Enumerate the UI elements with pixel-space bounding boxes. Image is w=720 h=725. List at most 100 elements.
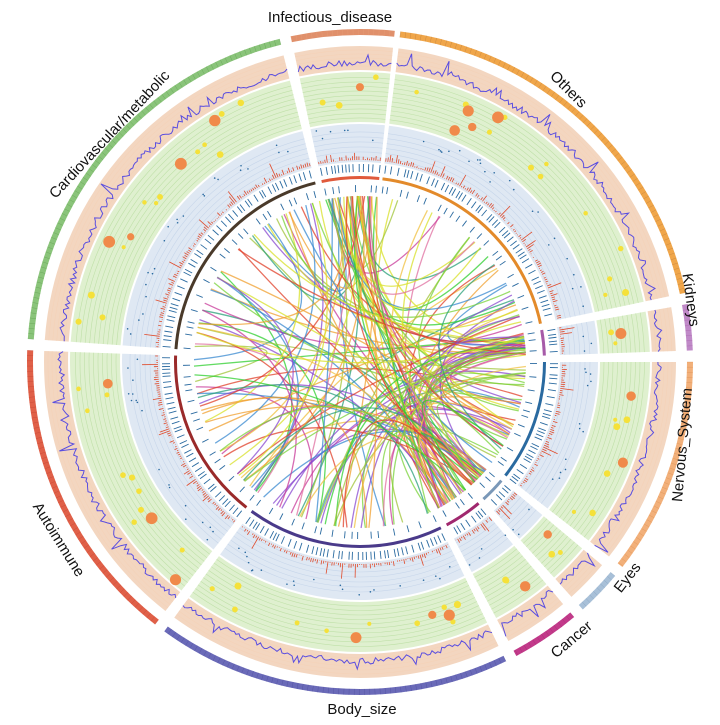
histogram-point [438,149,440,151]
tick-mark-inner [433,515,436,521]
tick-mark [385,550,386,558]
histogram-point [130,333,132,335]
tick-mark-inner [306,193,308,200]
histogram-point [209,526,211,528]
scatter-point-small [120,472,126,478]
histogram-point [287,151,289,153]
tick-mark [516,249,523,254]
tick-mark [170,417,178,419]
histogram-bar [218,217,219,218]
tick-mark [237,511,242,517]
tick-mark-inner [185,384,192,385]
tick-mark [294,175,297,183]
histogram-point [513,189,515,191]
tick-mark [273,533,277,540]
histogram-point [441,151,443,153]
tick-mark [221,221,227,227]
histogram-point [276,144,278,146]
tick-mark-inner [529,340,536,341]
histogram-point [582,336,584,338]
sector-infectious [294,46,393,195]
tick-mark-inner [500,261,506,265]
tick-mark-inner [508,274,514,277]
tick-mark [545,404,553,406]
histogram-point [238,548,240,550]
tick-mark [260,526,264,533]
histogram-bar [325,160,326,163]
histogram-point [587,385,589,387]
histogram-point [127,367,129,369]
scatter-point-small [76,319,82,325]
tick-mark [481,509,486,515]
scatter-point-small [154,201,158,205]
tick-mark [466,520,470,527]
tick-mark-inner [529,377,536,378]
tick-mark [167,316,175,318]
tick-mark [294,541,297,549]
tick-mark-inner [480,483,485,488]
tick-mark [321,168,323,176]
tick-mark-inner [507,447,513,451]
tick-mark [387,550,388,558]
tick-mark [535,286,542,289]
histogram-bar [158,325,161,326]
histogram-point [167,226,169,228]
tick-mark-inner [302,523,304,530]
tick-mark [177,286,184,289]
tick-mark-inner [187,327,194,328]
scatter-point-small [129,474,135,480]
tick-mark-inner [460,499,464,505]
tick-mark [197,250,204,255]
scatter-point-small [295,620,300,625]
tick-mark [170,307,178,309]
tick-mark [397,548,399,556]
tick-mark [184,272,191,276]
tick-mark-inner [498,461,504,465]
tick-mark [407,170,409,178]
scatter-point-small [131,519,137,525]
scatter-point-small [414,90,419,95]
tick-mark [327,549,328,557]
histogram-point [469,564,471,566]
histogram-bar [242,526,243,527]
tick-mark [195,467,202,471]
histogram-point [207,539,209,541]
tick-mark [163,382,171,383]
tick-mark [528,450,535,454]
tick-mark [320,548,322,556]
tick-mark [186,453,193,457]
tick-mark [540,422,548,425]
tick-mark-inner [281,204,284,210]
histogram-point [322,138,324,140]
tick-mark-inner [387,187,388,194]
tick-mark-inner [232,240,237,245]
tick-mark-inner [229,476,234,481]
tick-mark [379,165,380,173]
histogram-point [202,194,204,196]
tick-mark [495,222,501,228]
tick-mark [456,191,460,198]
tick-mark [471,516,476,522]
histogram-point [154,268,156,270]
scatter-point-large [463,105,474,116]
scatter-point-small [442,604,447,609]
scatter-point-small [589,510,596,517]
tick-mark [270,531,274,538]
histogram-point [459,150,461,152]
tick-mark [173,298,181,301]
histogram-point [278,152,280,154]
histogram-point [582,305,584,307]
scatter-point-large [103,379,113,389]
scatter-point-small [558,550,563,555]
histogram-point [591,343,593,345]
histogram-point [142,313,144,315]
tick-mark [549,341,557,342]
tick-mark [380,551,381,559]
histogram-point [585,371,587,373]
tick-mark-inner [462,221,466,227]
histogram-point [584,368,586,370]
histogram-bar [226,209,227,210]
tick-mark [547,396,555,397]
tick-mark [492,220,498,226]
tick-mark [420,174,423,182]
